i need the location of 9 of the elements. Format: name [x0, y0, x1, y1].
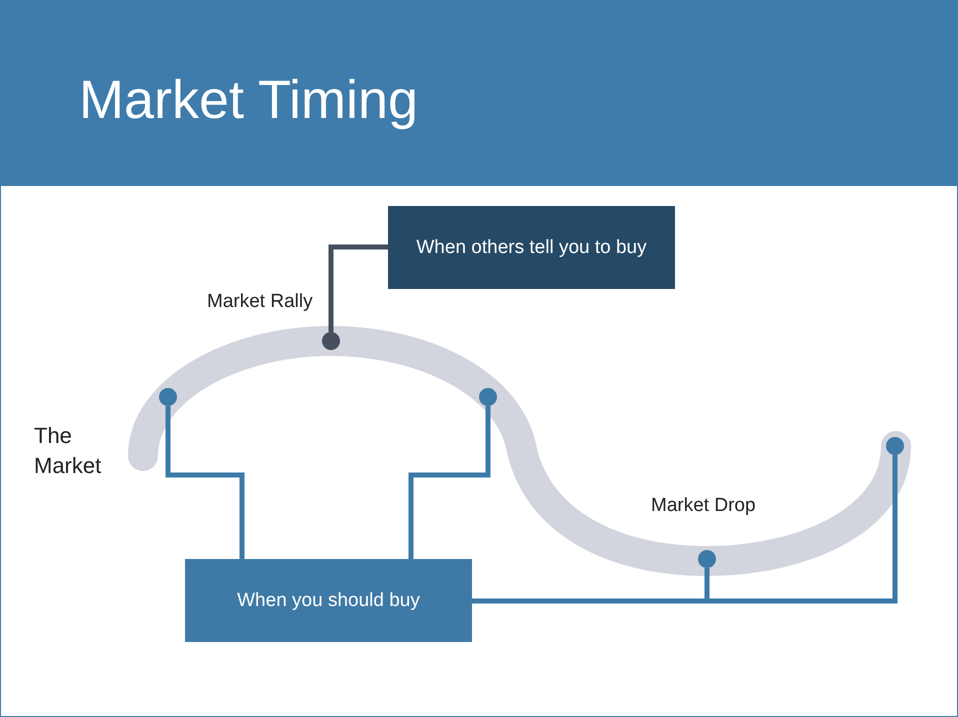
leader-line [408, 406, 490, 559]
text-box: When others tell you to buy [388, 206, 675, 289]
curve-label: Market Rally [207, 291, 314, 313]
curve-label: Market Drop [651, 495, 757, 517]
slide-title: Market Timing [79, 69, 418, 131]
leader-line [166, 406, 244, 559]
text-box: When you should buy [185, 559, 472, 642]
leader-line [328, 244, 388, 332]
curve-label: The Market [34, 422, 102, 480]
